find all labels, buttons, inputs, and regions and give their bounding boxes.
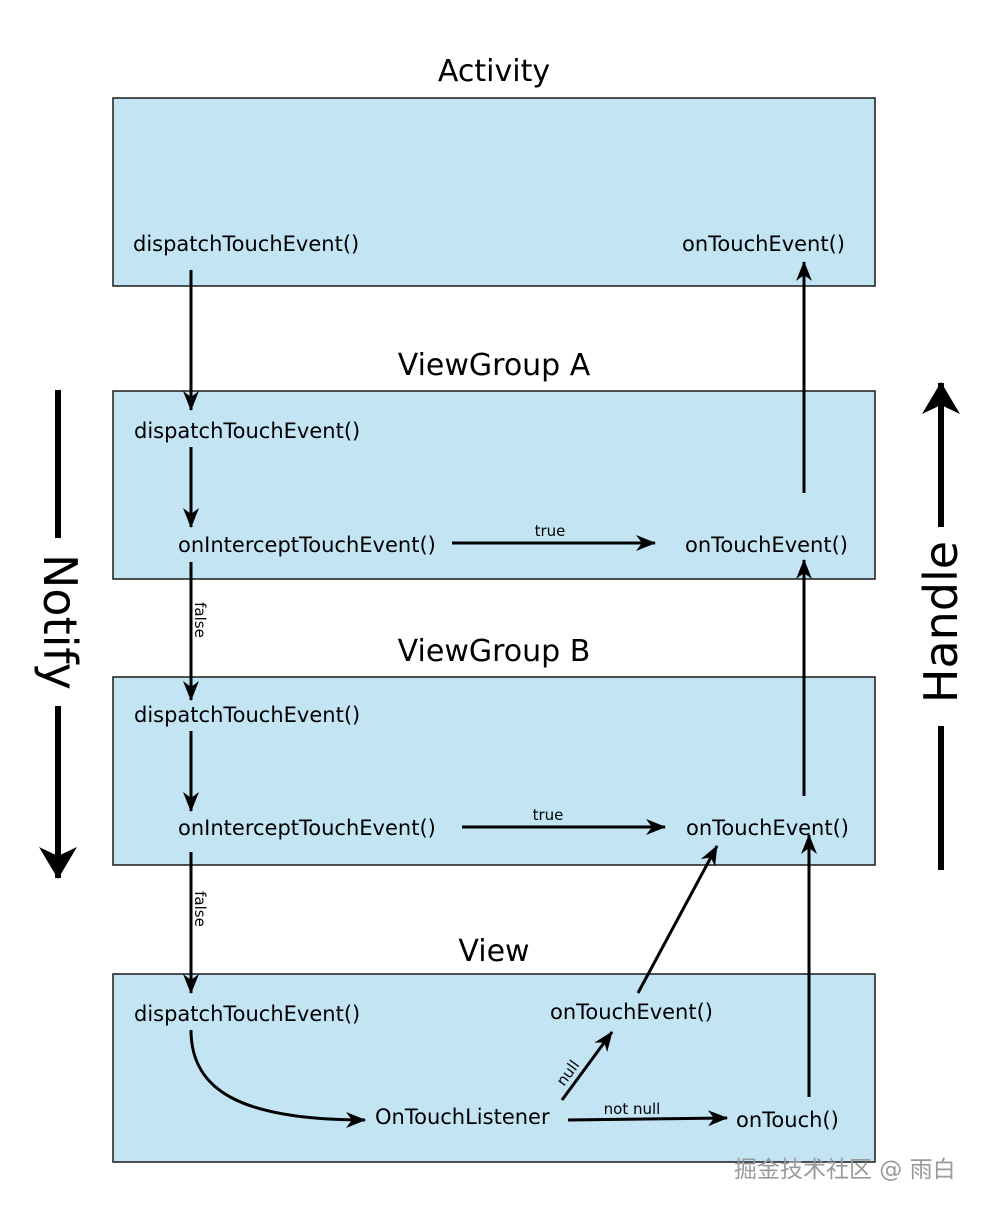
arrow-view-ontouchevent-up: [636, 845, 719, 994]
true-label-a: true: [535, 522, 566, 540]
arrow-listener-null: [560, 1031, 614, 1101]
arrow-view-dispatch-to-listener: [189, 1029, 366, 1128]
viewgroup-b-box: [112, 676, 876, 866]
view-listener-label: OnTouchListener: [375, 1105, 550, 1129]
arrow-listener-not-null: [567, 1110, 728, 1127]
false-label-b: false: [191, 891, 209, 927]
view-ontouchevent-label: onTouchEvent(): [550, 1000, 713, 1024]
view-ontouch-label: onTouch(): [736, 1108, 839, 1132]
handle-label: Handle: [914, 541, 968, 703]
activity-title: Activity: [438, 54, 550, 89]
viewgroup-a-ontouchevent-label: onTouchEvent(): [685, 533, 848, 557]
viewgroup-b-intercept-label: onInterceptTouchEvent(): [178, 816, 436, 840]
viewgroup-a-title: ViewGroup A: [398, 348, 591, 383]
not-null-label: not null: [604, 1100, 661, 1118]
activity-box: [112, 97, 876, 287]
viewgroup-a-dispatch-label: dispatchTouchEvent(): [134, 419, 360, 443]
false-label-a: false: [191, 602, 209, 638]
true-label-b: true: [533, 806, 564, 824]
viewgroup-b-title: ViewGroup B: [398, 634, 591, 669]
activity-dispatch-label: dispatchTouchEvent(): [133, 232, 359, 256]
view-title: View: [458, 934, 529, 969]
activity-ontouchevent-label: onTouchEvent(): [682, 232, 845, 256]
viewgroup-a-box: [112, 390, 876, 580]
viewgroup-b-dispatch-label: dispatchTouchEvent(): [134, 703, 360, 727]
viewgroup-a-intercept-label: onInterceptTouchEvent(): [178, 533, 436, 557]
view-dispatch-label: dispatchTouchEvent(): [134, 1002, 360, 1026]
view-box: [112, 973, 876, 1163]
watermark: 掘金技术社区 @ 雨白: [734, 1157, 956, 1183]
notify-label: Notify: [33, 554, 87, 690]
viewgroup-b-ontouchevent-label: onTouchEvent(): [686, 816, 849, 840]
